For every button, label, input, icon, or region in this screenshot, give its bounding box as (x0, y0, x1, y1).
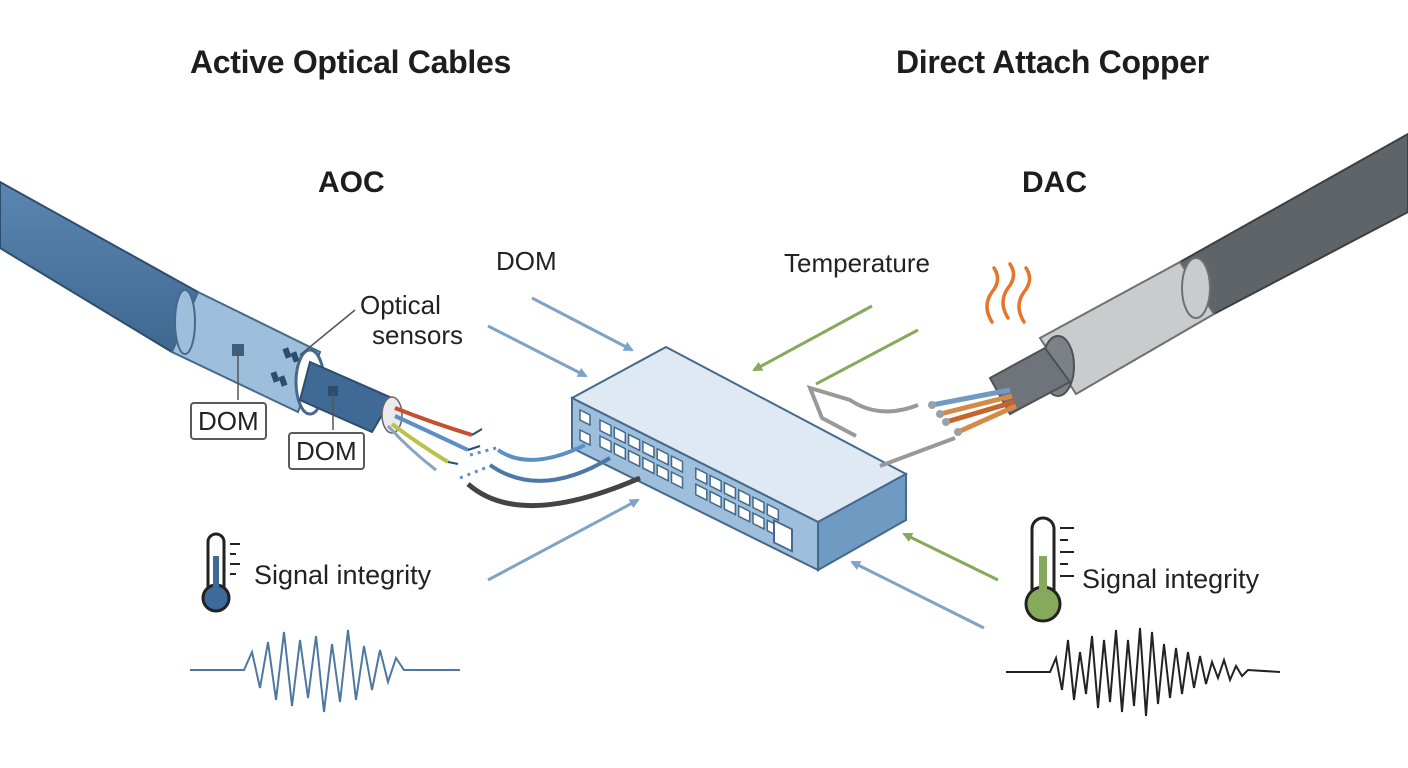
switch-port (723, 497, 737, 516)
switch-port (627, 433, 641, 452)
aoc-patch-cable (496, 443, 586, 462)
dac-short-label: DAC (1022, 166, 1087, 199)
heat-flame-icon (985, 262, 1032, 324)
switch-port (752, 495, 765, 515)
switch-ports (579, 408, 780, 538)
arrow-temperature-bottom (902, 532, 999, 582)
switch-port (695, 482, 708, 502)
switch-console-port (579, 428, 591, 447)
switch-port (709, 474, 722, 493)
arrow-dom-sensors (487, 324, 588, 378)
switch-port (695, 466, 708, 486)
dom-box-2: DOM (288, 432, 365, 470)
arrows (487, 296, 999, 630)
switch-port (656, 447, 669, 467)
arrow-signal-right (850, 560, 985, 630)
optical-sensors-label: Optical sensors (360, 290, 463, 350)
aoc-patch-cable (466, 475, 641, 508)
dac-heading: Direct Attach Copper (896, 44, 1209, 80)
switch-port (709, 490, 722, 509)
aoc-heading: Active Optical Cables (190, 44, 511, 80)
switch-port (737, 504, 751, 524)
aoc-short-label: AOC (318, 166, 385, 199)
optical-sensors-line2: sensors (372, 320, 464, 350)
dac-waveform (1006, 627, 1281, 717)
dom-box-1: DOM (190, 402, 267, 440)
thermometer-blue-icon (201, 532, 240, 613)
arrow-temperature-line (815, 328, 919, 386)
switch-port (766, 502, 780, 522)
aoc-patch-cable (488, 456, 612, 483)
thermometer-green-icon (1024, 516, 1074, 623)
arrow-dom-top (531, 296, 634, 352)
switch-port (599, 434, 612, 454)
network-switch (569, 345, 909, 572)
dom-chip-icon (328, 386, 338, 396)
temperature-label: Temperature (784, 248, 930, 278)
switch-port (627, 449, 641, 468)
switch-port (642, 440, 655, 459)
aoc-cable (0, 180, 501, 480)
arrow-signal-left (487, 498, 640, 582)
switch-port (599, 418, 612, 438)
switch-port (670, 454, 684, 474)
switch-port (723, 481, 737, 500)
dom-label: DOM (496, 246, 557, 276)
aoc-signal-label: Signal integrity (254, 560, 432, 590)
dac-signal-label: Signal integrity (1082, 564, 1260, 594)
switch-port (642, 456, 655, 475)
switch-port (752, 511, 765, 531)
switch-port (737, 488, 751, 508)
switch-port (613, 441, 627, 461)
aoc-waveform (190, 629, 460, 713)
arrow-temperature (752, 304, 873, 372)
switch-console-port (579, 408, 591, 427)
switch-port (613, 425, 627, 445)
dac-cable (806, 132, 1408, 468)
switch-port (670, 470, 684, 490)
switch-port (656, 463, 669, 483)
optical-sensors-line1: Optical (360, 290, 441, 320)
